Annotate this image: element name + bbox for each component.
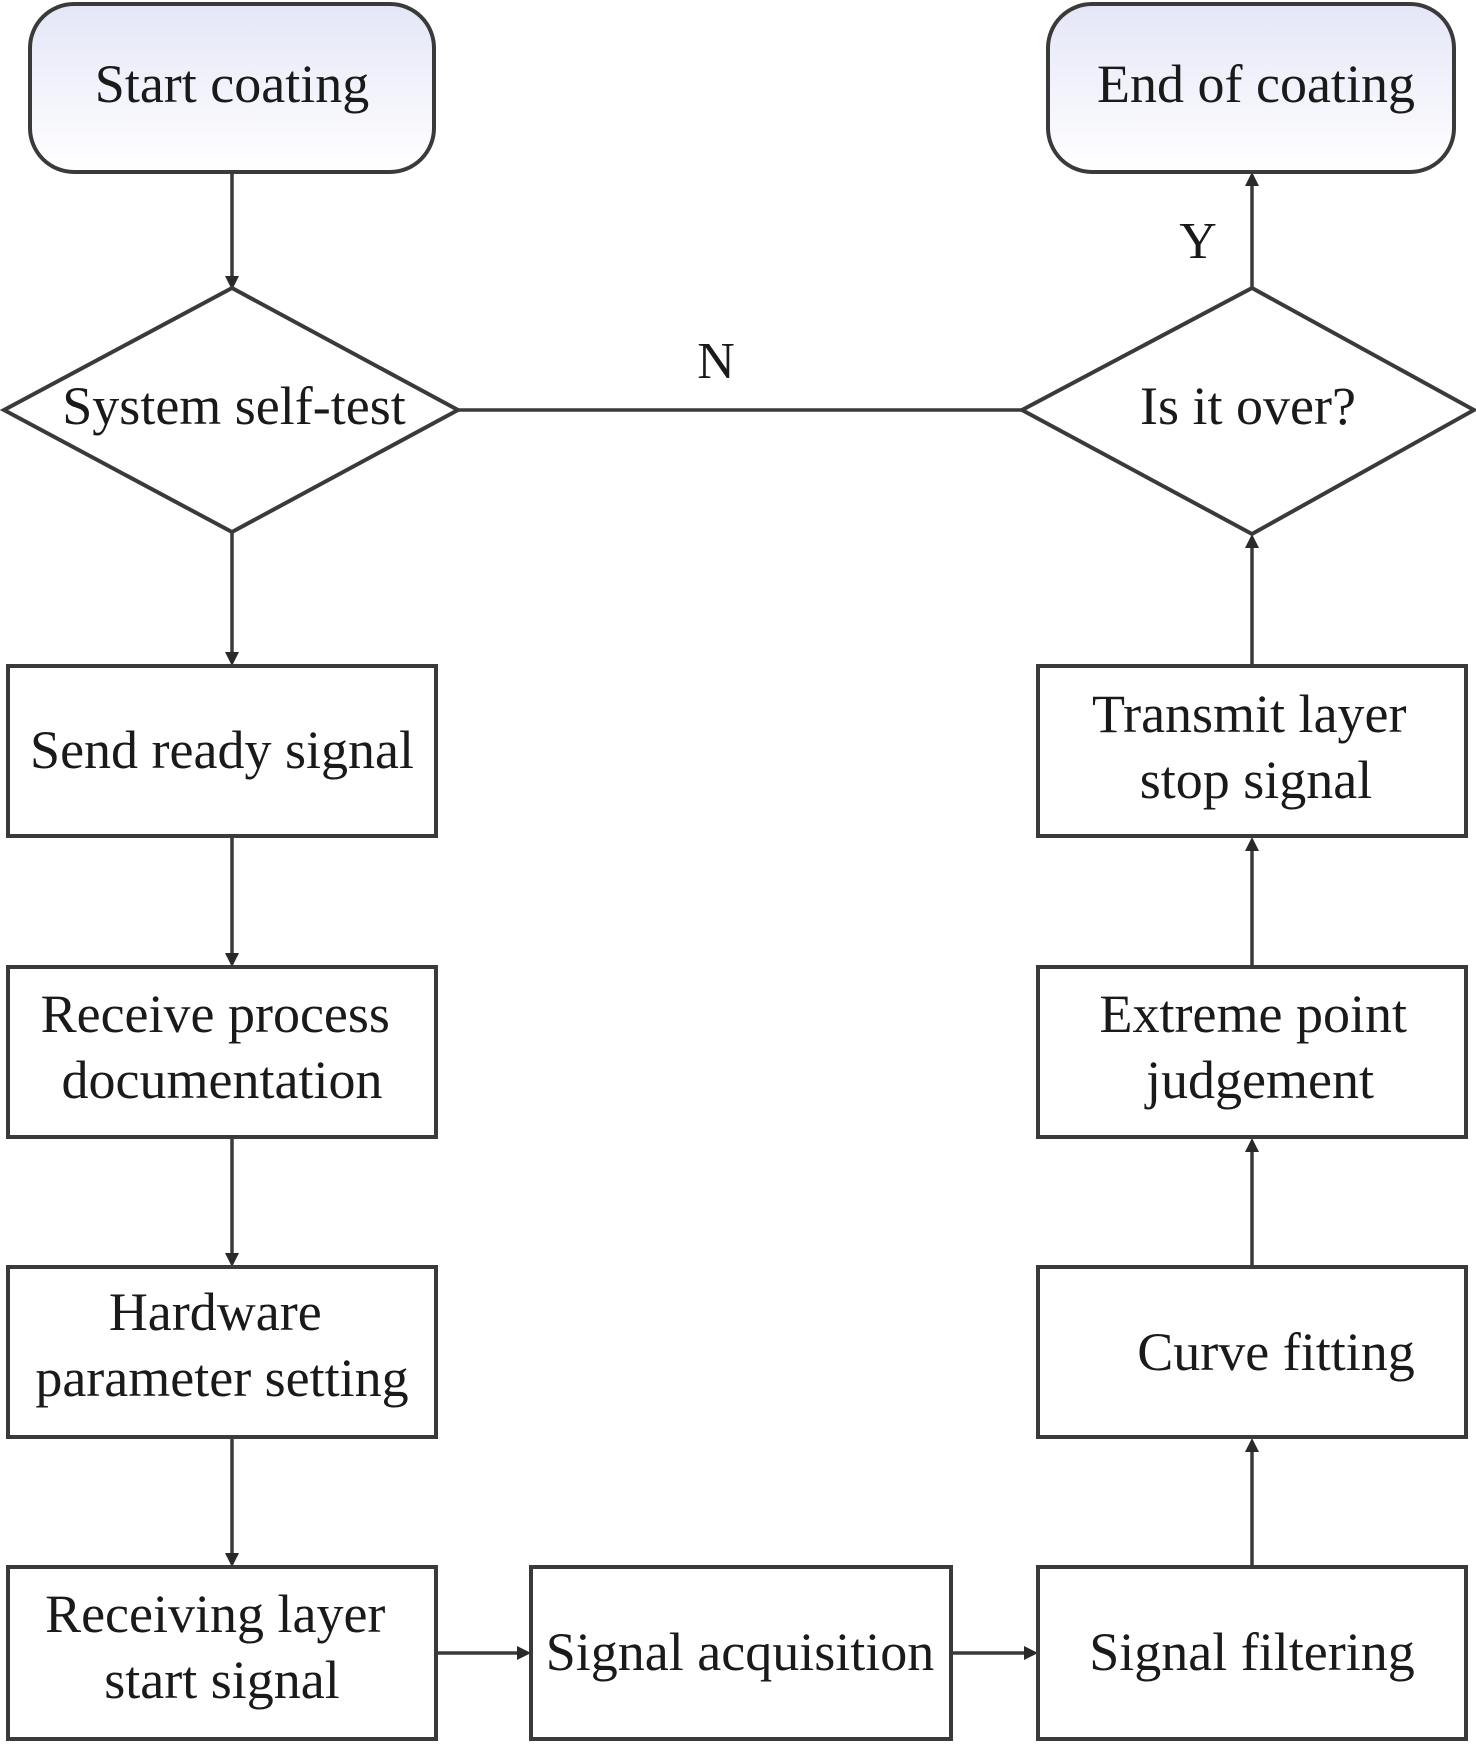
arrowhead bbox=[225, 1253, 239, 1267]
receive-process-line-1: Receive process bbox=[41, 984, 390, 1044]
hardware-line-2: parameter setting bbox=[35, 1348, 408, 1408]
transmit-layer-box: Transmit layer stop signal bbox=[1036, 664, 1468, 838]
arrowhead bbox=[1245, 1438, 1259, 1452]
signal-acquisition-box: Signal acquisition bbox=[529, 1565, 953, 1741]
receive-process-box: Receive process documentation bbox=[6, 965, 438, 1139]
arrowhead bbox=[1245, 172, 1259, 186]
curve-fitting-label: Curve fitting bbox=[1137, 1322, 1414, 1382]
arrowhead bbox=[225, 1553, 239, 1567]
transmit-layer-line-1: Transmit layer bbox=[1092, 684, 1406, 744]
receiving-layer-line-2: start signal bbox=[104, 1650, 339, 1710]
arrowhead bbox=[517, 1646, 531, 1660]
hardware-line-1: Hardware bbox=[109, 1282, 322, 1342]
self-test-label: System self-test bbox=[62, 376, 405, 436]
arrowhead bbox=[225, 276, 239, 290]
start-label: Start coating bbox=[95, 54, 369, 114]
is-over-label: Is it over? bbox=[1140, 376, 1356, 436]
is-over-decision: Is it over? bbox=[1017, 285, 1476, 537]
hardware-box: Hardware parameter setting bbox=[6, 1265, 438, 1439]
transmit-layer-line-2: stop signal bbox=[1140, 750, 1373, 810]
send-ready-box: Send ready signal bbox=[6, 664, 438, 838]
signal-filtering-label: Signal filtering bbox=[1089, 1622, 1414, 1682]
send-ready-label: Send ready signal bbox=[30, 720, 414, 780]
connectors bbox=[225, 172, 1259, 1660]
transmit-layer-label: Transmit layer stop signal bbox=[1092, 684, 1420, 810]
receive-process-label: Receive process documentation bbox=[41, 984, 404, 1110]
extreme-point-label: Extreme point judgement bbox=[1100, 984, 1421, 1110]
end-label: End of coating bbox=[1097, 54, 1415, 114]
self-test-decision: System self-test bbox=[0, 285, 463, 535]
arrowhead bbox=[1245, 534, 1259, 548]
signal-filtering-box: Signal filtering bbox=[1036, 1565, 1468, 1741]
arrowhead bbox=[1245, 1138, 1259, 1152]
arrowhead bbox=[1024, 1646, 1038, 1660]
receiving-layer-label: Receiving layer start signal bbox=[45, 1584, 399, 1710]
edge-label-no: N bbox=[697, 333, 735, 390]
curve-fitting-box: Curve fitting bbox=[1036, 1265, 1468, 1439]
arrowhead bbox=[225, 652, 239, 666]
receive-process-line-2: documentation bbox=[62, 1050, 383, 1110]
receiving-layer-line-1: Receiving layer bbox=[45, 1584, 385, 1644]
end-node: End of coating bbox=[1046, 2, 1456, 174]
receiving-layer-box: Receiving layer start signal bbox=[6, 1565, 438, 1741]
edge-label-yes: Y bbox=[1179, 213, 1217, 270]
signal-acquisition-label: Signal acquisition bbox=[546, 1622, 934, 1682]
hardware-label: Hardware parameter setting bbox=[35, 1282, 408, 1408]
extreme-point-line-1: Extreme point bbox=[1100, 984, 1407, 1044]
extreme-point-box: Extreme point judgement bbox=[1036, 965, 1468, 1139]
arrowhead bbox=[1245, 837, 1259, 851]
extreme-point-line-2: judgement bbox=[1144, 1050, 1374, 1110]
start-node: Start coating bbox=[28, 2, 436, 174]
arrowhead bbox=[225, 953, 239, 967]
